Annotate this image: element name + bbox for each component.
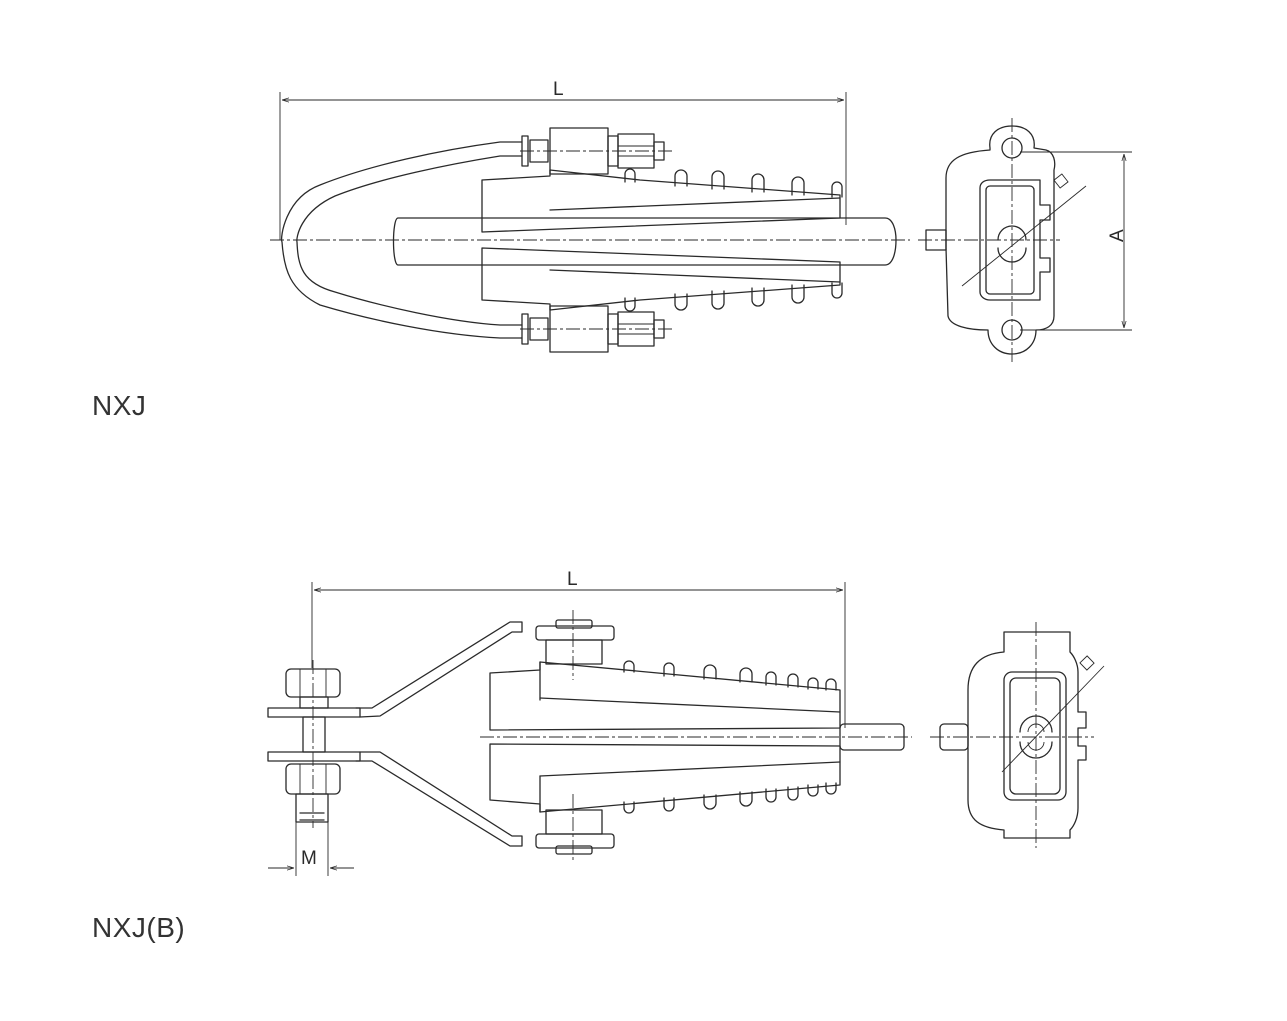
- dimension-label-a: A: [1107, 229, 1128, 242]
- nxjb-side-view: L: [267, 569, 912, 876]
- dimension-label-l2: L: [567, 569, 578, 590]
- nxjb-end-view: [930, 622, 1105, 848]
- nxj-side-view: L: [270, 79, 910, 353]
- figure-caption-nxj: NXJ: [92, 390, 147, 421]
- dimension-label-m: M: [301, 848, 317, 869]
- nxj-end-view: A: [918, 118, 1132, 362]
- figure-caption-nxjb: NXJ(B): [92, 912, 186, 943]
- dimension-label-l: L: [553, 79, 564, 100]
